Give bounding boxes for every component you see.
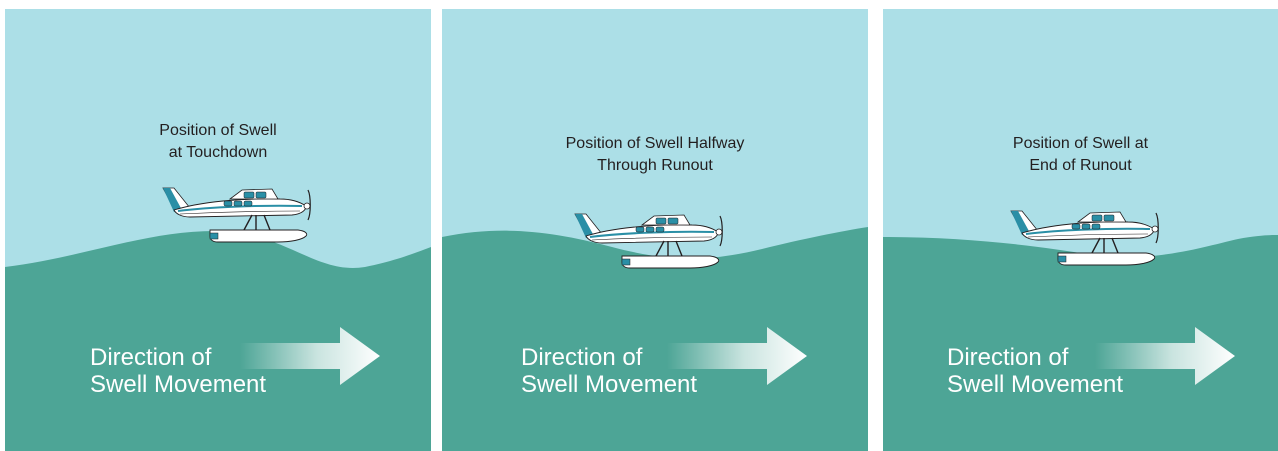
direction-label: Direction of Swell Movement bbox=[90, 344, 266, 398]
panel-end-of-runout: Position of Swell at End of Runout Direc… bbox=[883, 9, 1278, 451]
swell-position-caption: Position of Swell at Touchdown bbox=[5, 120, 431, 164]
panel-touchdown: Position of Swell at Touchdown Direction… bbox=[5, 9, 431, 451]
direction-label: Direction of Swell Movement bbox=[947, 344, 1123, 398]
seaplane-icon bbox=[160, 184, 315, 244]
panel-halfway: Position of Swell Halfway Through Runout… bbox=[442, 9, 868, 451]
swell-position-caption: Position of Swell at End of Runout bbox=[883, 133, 1278, 177]
direction-label: Direction of Swell Movement bbox=[521, 344, 697, 398]
swell-position-caption: Position of Swell Halfway Through Runout bbox=[442, 133, 868, 177]
seaplane-icon bbox=[572, 210, 727, 270]
seaplane-icon bbox=[1008, 207, 1163, 267]
